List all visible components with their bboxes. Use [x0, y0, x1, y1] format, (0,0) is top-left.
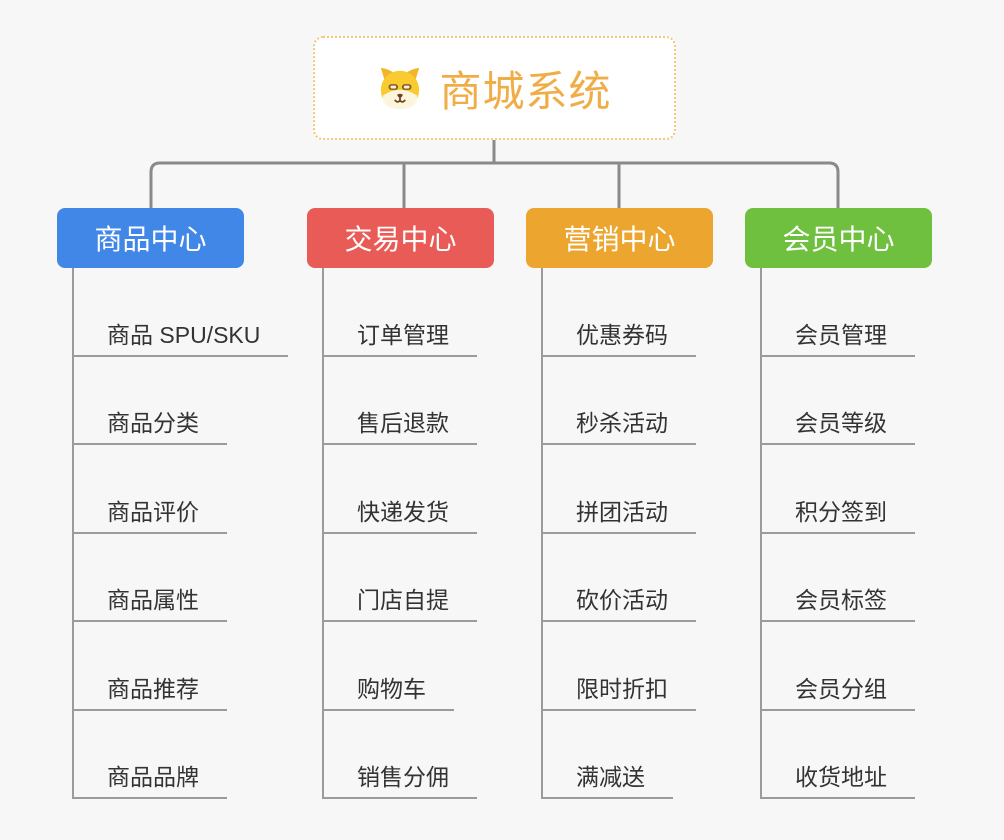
- leaf-node[interactable]: 商品属性: [74, 534, 288, 622]
- leaf-label: 会员分组: [762, 675, 915, 711]
- leaf-node[interactable]: 商品品牌: [74, 711, 288, 799]
- leaf-node[interactable]: 门店自提: [324, 534, 477, 622]
- leaf-label: 门店自提: [324, 586, 477, 622]
- branch-items-product-center: 商品 SPU/SKU 商品分类 商品评价 商品属性 商品推荐 商品品牌: [72, 268, 289, 799]
- leaf-label: 拼团活动: [543, 498, 696, 534]
- leaf-label: 销售分佣: [324, 763, 477, 799]
- leaf-node[interactable]: 会员标签: [762, 534, 915, 622]
- branch-label: 营销中心: [563, 224, 676, 255]
- leaf-label: 秒杀活动: [543, 409, 696, 445]
- root-title: 商城系统: [439, 67, 612, 115]
- leaf-label: 满减送: [543, 763, 673, 799]
- leaf-node[interactable]: 积分签到: [762, 445, 915, 534]
- leaf-node[interactable]: 销售分佣: [324, 711, 477, 799]
- leaf-node[interactable]: 商品分类: [74, 357, 288, 445]
- leaf-node[interactable]: 收货地址: [762, 711, 915, 799]
- leaf-label: 商品品牌: [74, 763, 227, 799]
- leaf-node[interactable]: 会员管理: [762, 268, 915, 357]
- leaf-label: 商品评价: [74, 498, 227, 534]
- leaf-node[interactable]: 优惠券码: [543, 268, 696, 357]
- leaf-node[interactable]: 会员等级: [762, 357, 915, 445]
- leaf-label: 商品属性: [74, 586, 227, 622]
- leaf-node[interactable]: 售后退款: [324, 357, 477, 445]
- leaf-node[interactable]: 秒杀活动: [543, 357, 696, 445]
- shiba-dog-icon: [381, 67, 420, 110]
- branch-label: 会员中心: [782, 224, 895, 255]
- leaf-node[interactable]: 限时折扣: [543, 622, 696, 711]
- branch-box-product-center[interactable]: 商品中心: [57, 208, 244, 268]
- leaf-label: 商品 SPU/SKU: [74, 321, 289, 357]
- leaf-label: 订单管理: [324, 321, 477, 357]
- branch-box-member-center[interactable]: 会员中心: [745, 208, 932, 268]
- leaf-label: 会员标签: [762, 586, 915, 622]
- leaf-node[interactable]: 购物车: [324, 622, 477, 711]
- leaf-label: 优惠券码: [543, 321, 696, 357]
- leaf-node[interactable]: 砍价活动: [543, 534, 696, 622]
- leaf-label: 购物车: [324, 675, 454, 711]
- leaf-node[interactable]: 订单管理: [324, 268, 477, 357]
- leaf-label: 积分签到: [762, 498, 915, 534]
- leaf-node[interactable]: 快递发货: [324, 445, 477, 534]
- branch-box-marketing-center[interactable]: 营销中心: [526, 208, 713, 268]
- leaf-label: 砍价活动: [543, 586, 696, 622]
- leaf-label: 快递发货: [324, 498, 477, 534]
- leaf-label: 限时折扣: [543, 675, 696, 711]
- leaf-label: 商品分类: [74, 409, 227, 445]
- root-node-mall-system[interactable]: 商城系统: [313, 36, 676, 140]
- leaf-label: 会员等级: [762, 409, 915, 445]
- leaf-label: 会员管理: [762, 321, 915, 357]
- leaf-node[interactable]: 满减送: [543, 711, 696, 799]
- branch-label: 商品中心: [94, 224, 207, 255]
- leaf-node[interactable]: 商品评价: [74, 445, 288, 534]
- leaf-label: 商品推荐: [74, 675, 227, 711]
- branch-items-marketing-center: 优惠券码 秒杀活动 拼团活动 砍价活动 限时折扣 满减送: [541, 268, 696, 799]
- branch-label: 交易中心: [344, 224, 457, 255]
- leaf-label: 收货地址: [762, 763, 915, 799]
- leaf-node[interactable]: 商品推荐: [74, 622, 288, 711]
- leaf-label: 售后退款: [324, 409, 477, 445]
- leaf-node[interactable]: 拼团活动: [543, 445, 696, 534]
- branch-box-trade-center[interactable]: 交易中心: [307, 208, 494, 268]
- branch-items-trade-center: 订单管理 售后退款 快递发货 门店自提 购物车 销售分佣: [322, 268, 477, 799]
- leaf-node[interactable]: 商品 SPU/SKU: [74, 268, 289, 357]
- leaf-node[interactable]: 会员分组: [762, 622, 915, 711]
- branch-items-member-center: 会员管理 会员等级 积分签到 会员标签 会员分组 收货地址: [760, 268, 915, 799]
